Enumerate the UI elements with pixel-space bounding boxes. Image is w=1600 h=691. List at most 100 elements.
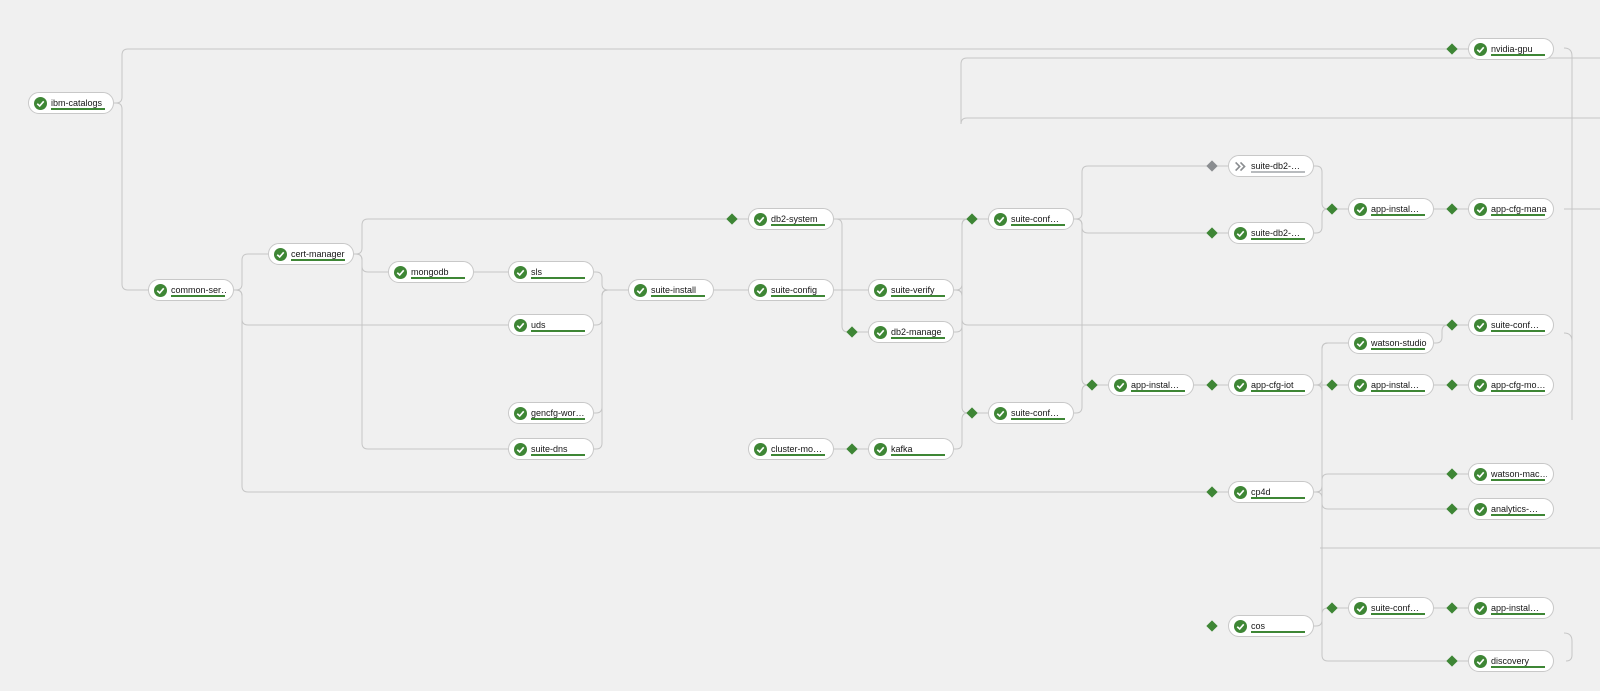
task-progress-bar [891, 454, 945, 456]
task-progress-bar [1491, 390, 1545, 392]
task-node-cert-manager[interactable]: cert-manager [268, 243, 354, 265]
task-label: watson-mac… [1491, 469, 1547, 479]
check-circle-icon [1354, 602, 1367, 615]
task-node-nvidia-gpu[interactable]: nvidia-gpu [1468, 38, 1554, 60]
edge-suite-verify-to-suite-conf-2 [954, 289, 988, 414]
task-label: suite-dns [531, 444, 568, 454]
task-progress-bar [531, 418, 585, 420]
edge-db2-system-to-db2-manage [834, 218, 868, 333]
task-node-uds[interactable]: uds [508, 314, 594, 336]
task-node-app-install-3[interactable]: app-instal… [1348, 374, 1434, 396]
task-node-app-install-1[interactable]: app-instal… [1108, 374, 1194, 396]
task-label: app-cfg-manage [1491, 204, 1547, 214]
edge-offscreen-1 [960, 117, 1600, 125]
task-label: db2-system [771, 214, 818, 224]
task-progress-bar [771, 224, 825, 226]
task-node-cos[interactable]: cos [1228, 615, 1314, 637]
check-circle-icon [874, 326, 887, 339]
task-progress-bar [531, 277, 585, 279]
edge-suite-db2-1-to-app-install-2 [1314, 165, 1348, 210]
edge-cp4d-to-watson-studio [1314, 342, 1348, 493]
task-node-sls[interactable]: sls [508, 261, 594, 283]
task-progress-bar [1251, 171, 1305, 173]
task-label: ibm-catalogs [51, 98, 103, 108]
task-progress-bar [1011, 418, 1065, 420]
task-node-suite-db2-1[interactable]: suite-db2-… [1228, 155, 1314, 177]
task-node-suite-db2-2[interactable]: suite-db2-… [1228, 222, 1314, 244]
check-circle-icon [754, 213, 767, 226]
check-circle-icon [1234, 379, 1247, 392]
task-node-analytics[interactable]: analytics-… [1468, 498, 1554, 520]
task-node-app-cfg-iot[interactable]: app-cfg-iot [1228, 374, 1314, 396]
check-circle-icon [634, 284, 647, 297]
task-label: suite-install [651, 285, 697, 295]
edge-offscreen-3 [1563, 47, 1573, 420]
task-label: suite-verify [891, 285, 935, 295]
task-label: app-instal… [1131, 380, 1180, 390]
task-label: db2-manage [891, 327, 942, 337]
task-node-db2-manage[interactable]: db2-manage [868, 321, 954, 343]
task-node-gencfg-workspace[interactable]: gencfg-wor… [508, 402, 594, 424]
task-progress-bar [1491, 214, 1545, 216]
edge-cert-manager-to-db2-system [354, 218, 748, 255]
task-progress-bar [531, 454, 585, 456]
task-progress-bar [651, 295, 705, 297]
task-progress-bar [1371, 613, 1425, 615]
task-label: suite-conf… [1371, 603, 1420, 613]
task-node-common-services[interactable]: common-ser… [148, 279, 234, 301]
check-circle-icon [874, 443, 887, 456]
task-node-db2-system[interactable]: db2-system [748, 208, 834, 230]
check-circle-icon [1354, 337, 1367, 350]
task-node-ibm-catalogs[interactable]: ibm-catalogs [28, 92, 114, 114]
check-circle-icon [994, 213, 1007, 226]
task-progress-bar [1491, 514, 1545, 516]
edge-cert-manager-to-suite-dns [354, 253, 508, 450]
task-node-suite-config[interactable]: suite-config [748, 279, 834, 301]
task-node-app-install-4[interactable]: app-instal… [1468, 597, 1554, 619]
task-node-suite-conf-2[interactable]: suite-conf… [988, 402, 1074, 424]
task-node-app-cfg-manage[interactable]: app-cfg-manage [1468, 198, 1554, 220]
check-circle-icon [754, 284, 767, 297]
task-progress-bar [171, 295, 225, 297]
task-node-suite-verify[interactable]: suite-verify [868, 279, 954, 301]
edge-suite-dns-to-suite-install [594, 289, 628, 450]
task-node-watson-mac[interactable]: watson-mac… [1468, 463, 1554, 485]
task-node-watson-studio[interactable]: watson-studio [1348, 332, 1434, 354]
edge-kafka-to-suite-conf-2 [954, 412, 988, 450]
task-progress-bar [1491, 54, 1545, 56]
task-progress-bar [891, 337, 945, 339]
task-label: kafka [891, 444, 913, 454]
task-node-app-install-2[interactable]: app-instal… [1348, 198, 1434, 220]
task-progress-bar [1011, 224, 1065, 226]
task-label: suite-conf… [1011, 408, 1060, 418]
check-circle-icon [994, 407, 1007, 420]
task-progress-bar [1131, 390, 1185, 392]
task-progress-bar [291, 259, 345, 261]
task-node-suite-install[interactable]: suite-install [628, 279, 714, 301]
task-node-suite-conf-4[interactable]: suite-conf… [1468, 314, 1554, 336]
task-label: analytics-… [1491, 504, 1539, 514]
task-node-kafka[interactable]: kafka [868, 438, 954, 460]
check-circle-icon [1474, 602, 1487, 615]
task-node-suite-conf-3[interactable]: suite-conf… [1348, 597, 1434, 619]
task-node-app-cfg-mo[interactable]: app-cfg-mo… [1468, 374, 1554, 396]
task-node-suite-dns[interactable]: suite-dns [508, 438, 594, 460]
task-label: app-instal… [1371, 204, 1420, 214]
check-circle-icon [1234, 227, 1247, 240]
task-node-discovery[interactable]: discovery [1468, 650, 1554, 672]
edge-cert-manager-to-mongodb [354, 253, 388, 273]
edge-sls-to-suite-install [594, 271, 628, 291]
task-progress-bar [1371, 348, 1425, 350]
check-circle-icon [514, 266, 527, 279]
check-circle-icon [1474, 379, 1487, 392]
task-label: cp4d [1251, 487, 1271, 497]
edge-cp4d-to-analytics [1314, 491, 1468, 510]
task-node-cluster-monitoring[interactable]: cluster-mo… [748, 438, 834, 460]
task-node-mongodb[interactable]: mongodb [388, 261, 474, 283]
task-node-suite-conf-1[interactable]: suite-conf… [988, 208, 1074, 230]
edge-uds-to-suite-install [594, 289, 628, 326]
edge-common-services-to-cp4d [234, 289, 1228, 493]
task-node-cp4d[interactable]: cp4d [1228, 481, 1314, 503]
